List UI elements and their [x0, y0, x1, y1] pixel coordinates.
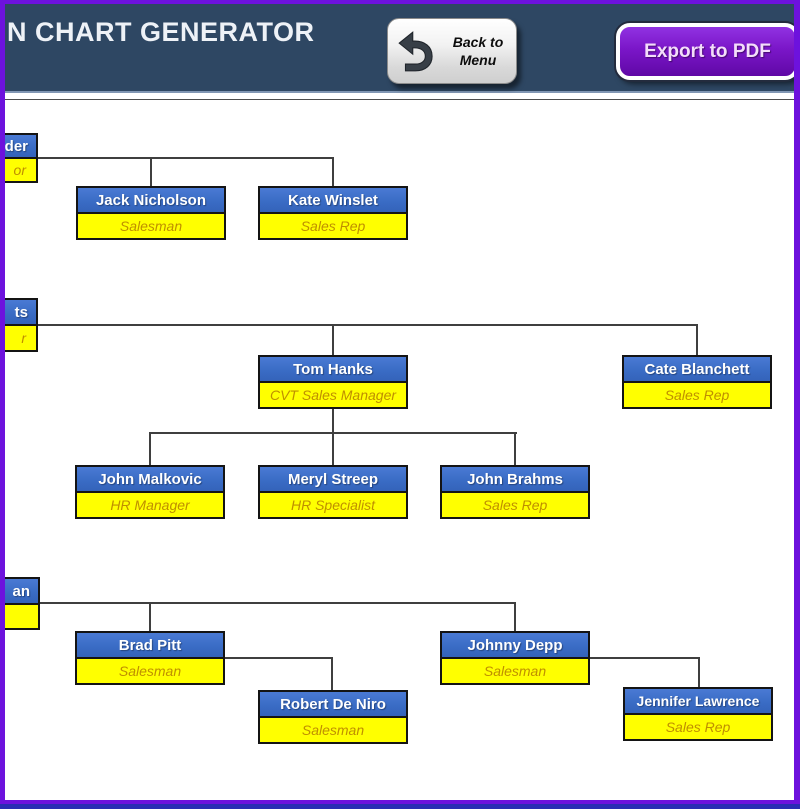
window-border-left	[0, 0, 5, 809]
org-node-clipped-3[interactable]: an	[0, 577, 40, 630]
window-border-right	[794, 0, 800, 809]
org-node-brad-pitt[interactable]: Brad Pitt Salesman	[75, 631, 225, 685]
node-title: Salesman	[77, 659, 223, 683]
connector-line	[514, 432, 516, 465]
org-node-johnny-depp[interactable]: Johnny Depp Salesman	[440, 631, 590, 685]
window-border-bottom	[0, 800, 800, 804]
node-name: Johnny Depp	[442, 633, 588, 659]
connector-line	[332, 432, 334, 465]
node-title: r	[0, 326, 36, 350]
app-title: N CHART GENERATOR	[7, 17, 315, 47]
connector-line	[514, 602, 516, 631]
org-node-kate-winslet[interactable]: Kate Winslet Sales Rep	[258, 186, 408, 240]
node-title: HR Specialist	[260, 493, 406, 517]
node-title: Sales Rep	[624, 383, 770, 407]
org-node-tom-hanks[interactable]: Tom Hanks CVT Sales Manager	[258, 355, 408, 409]
connector-line	[149, 432, 151, 465]
node-name: an	[0, 579, 38, 605]
connector-line	[150, 157, 152, 186]
node-title: Sales Rep	[625, 715, 771, 739]
node-title: HR Manager	[77, 493, 223, 517]
node-name: Jack Nicholson	[78, 188, 224, 214]
connector-line	[332, 157, 334, 186]
node-title	[0, 605, 38, 628]
org-node-cate-blanchett[interactable]: Cate Blanchett Sales Rep	[622, 355, 772, 409]
node-name: Kate Winslet	[260, 188, 406, 214]
back-arrow-icon	[398, 31, 433, 72]
connector-line	[696, 324, 698, 355]
window-bottom-strip	[0, 804, 800, 809]
node-name: Jennifer Lawrence	[625, 689, 771, 715]
connector-line	[590, 657, 700, 659]
org-node-robert-de-niro[interactable]: Robert De Niro Salesman	[258, 690, 408, 744]
org-node-john-brahms[interactable]: John Brahms Sales Rep	[440, 465, 590, 519]
org-node-meryl-streep[interactable]: Meryl Streep HR Specialist	[258, 465, 408, 519]
node-title: Salesman	[442, 659, 588, 683]
node-title: CVT Sales Manager	[260, 383, 406, 407]
node-name: der	[0, 135, 36, 159]
node-title: Salesman	[260, 718, 406, 742]
connector-line	[332, 409, 334, 434]
node-name: ts	[0, 300, 36, 326]
connector-line	[332, 324, 334, 355]
node-title: Sales Rep	[260, 214, 406, 238]
node-name: Meryl Streep	[260, 467, 406, 493]
node-name: Cate Blanchett	[624, 357, 770, 383]
connector-line	[698, 657, 700, 687]
node-name: Tom Hanks	[260, 357, 406, 383]
node-title: Sales Rep	[442, 493, 588, 517]
connector-line	[40, 602, 516, 604]
connector-line	[225, 657, 333, 659]
node-title: or	[0, 159, 36, 181]
connector-line	[149, 602, 151, 631]
node-name: Robert De Niro	[260, 692, 406, 718]
app-header: N CHART GENERATOR Back to Menu Export to…	[4, 4, 799, 93]
org-node-clipped-1[interactable]: der or	[0, 133, 38, 183]
export-to-pdf-label: Export to PDF	[644, 40, 771, 62]
org-node-jack-nicholson[interactable]: Jack Nicholson Salesman	[76, 186, 226, 240]
back-to-menu-button[interactable]: Back to Menu	[387, 18, 517, 84]
node-name: John Malkovic	[77, 467, 223, 493]
back-to-menu-label: Back to Menu	[452, 33, 504, 68]
canvas-top-border	[4, 99, 794, 100]
connector-line	[331, 657, 333, 690]
window-border-top	[0, 0, 800, 4]
node-name: John Brahms	[442, 467, 588, 493]
connector-line	[38, 157, 334, 159]
node-title: Salesman	[78, 214, 224, 238]
org-node-clipped-2[interactable]: ts r	[0, 298, 38, 352]
org-node-john-malkovic[interactable]: John Malkovic HR Manager	[75, 465, 225, 519]
org-node-jennifer-lawrence[interactable]: Jennifer Lawrence Sales Rep	[623, 687, 773, 741]
node-name: Brad Pitt	[77, 633, 223, 659]
connector-line	[38, 324, 698, 326]
export-to-pdf-button[interactable]: Export to PDF	[616, 23, 799, 80]
